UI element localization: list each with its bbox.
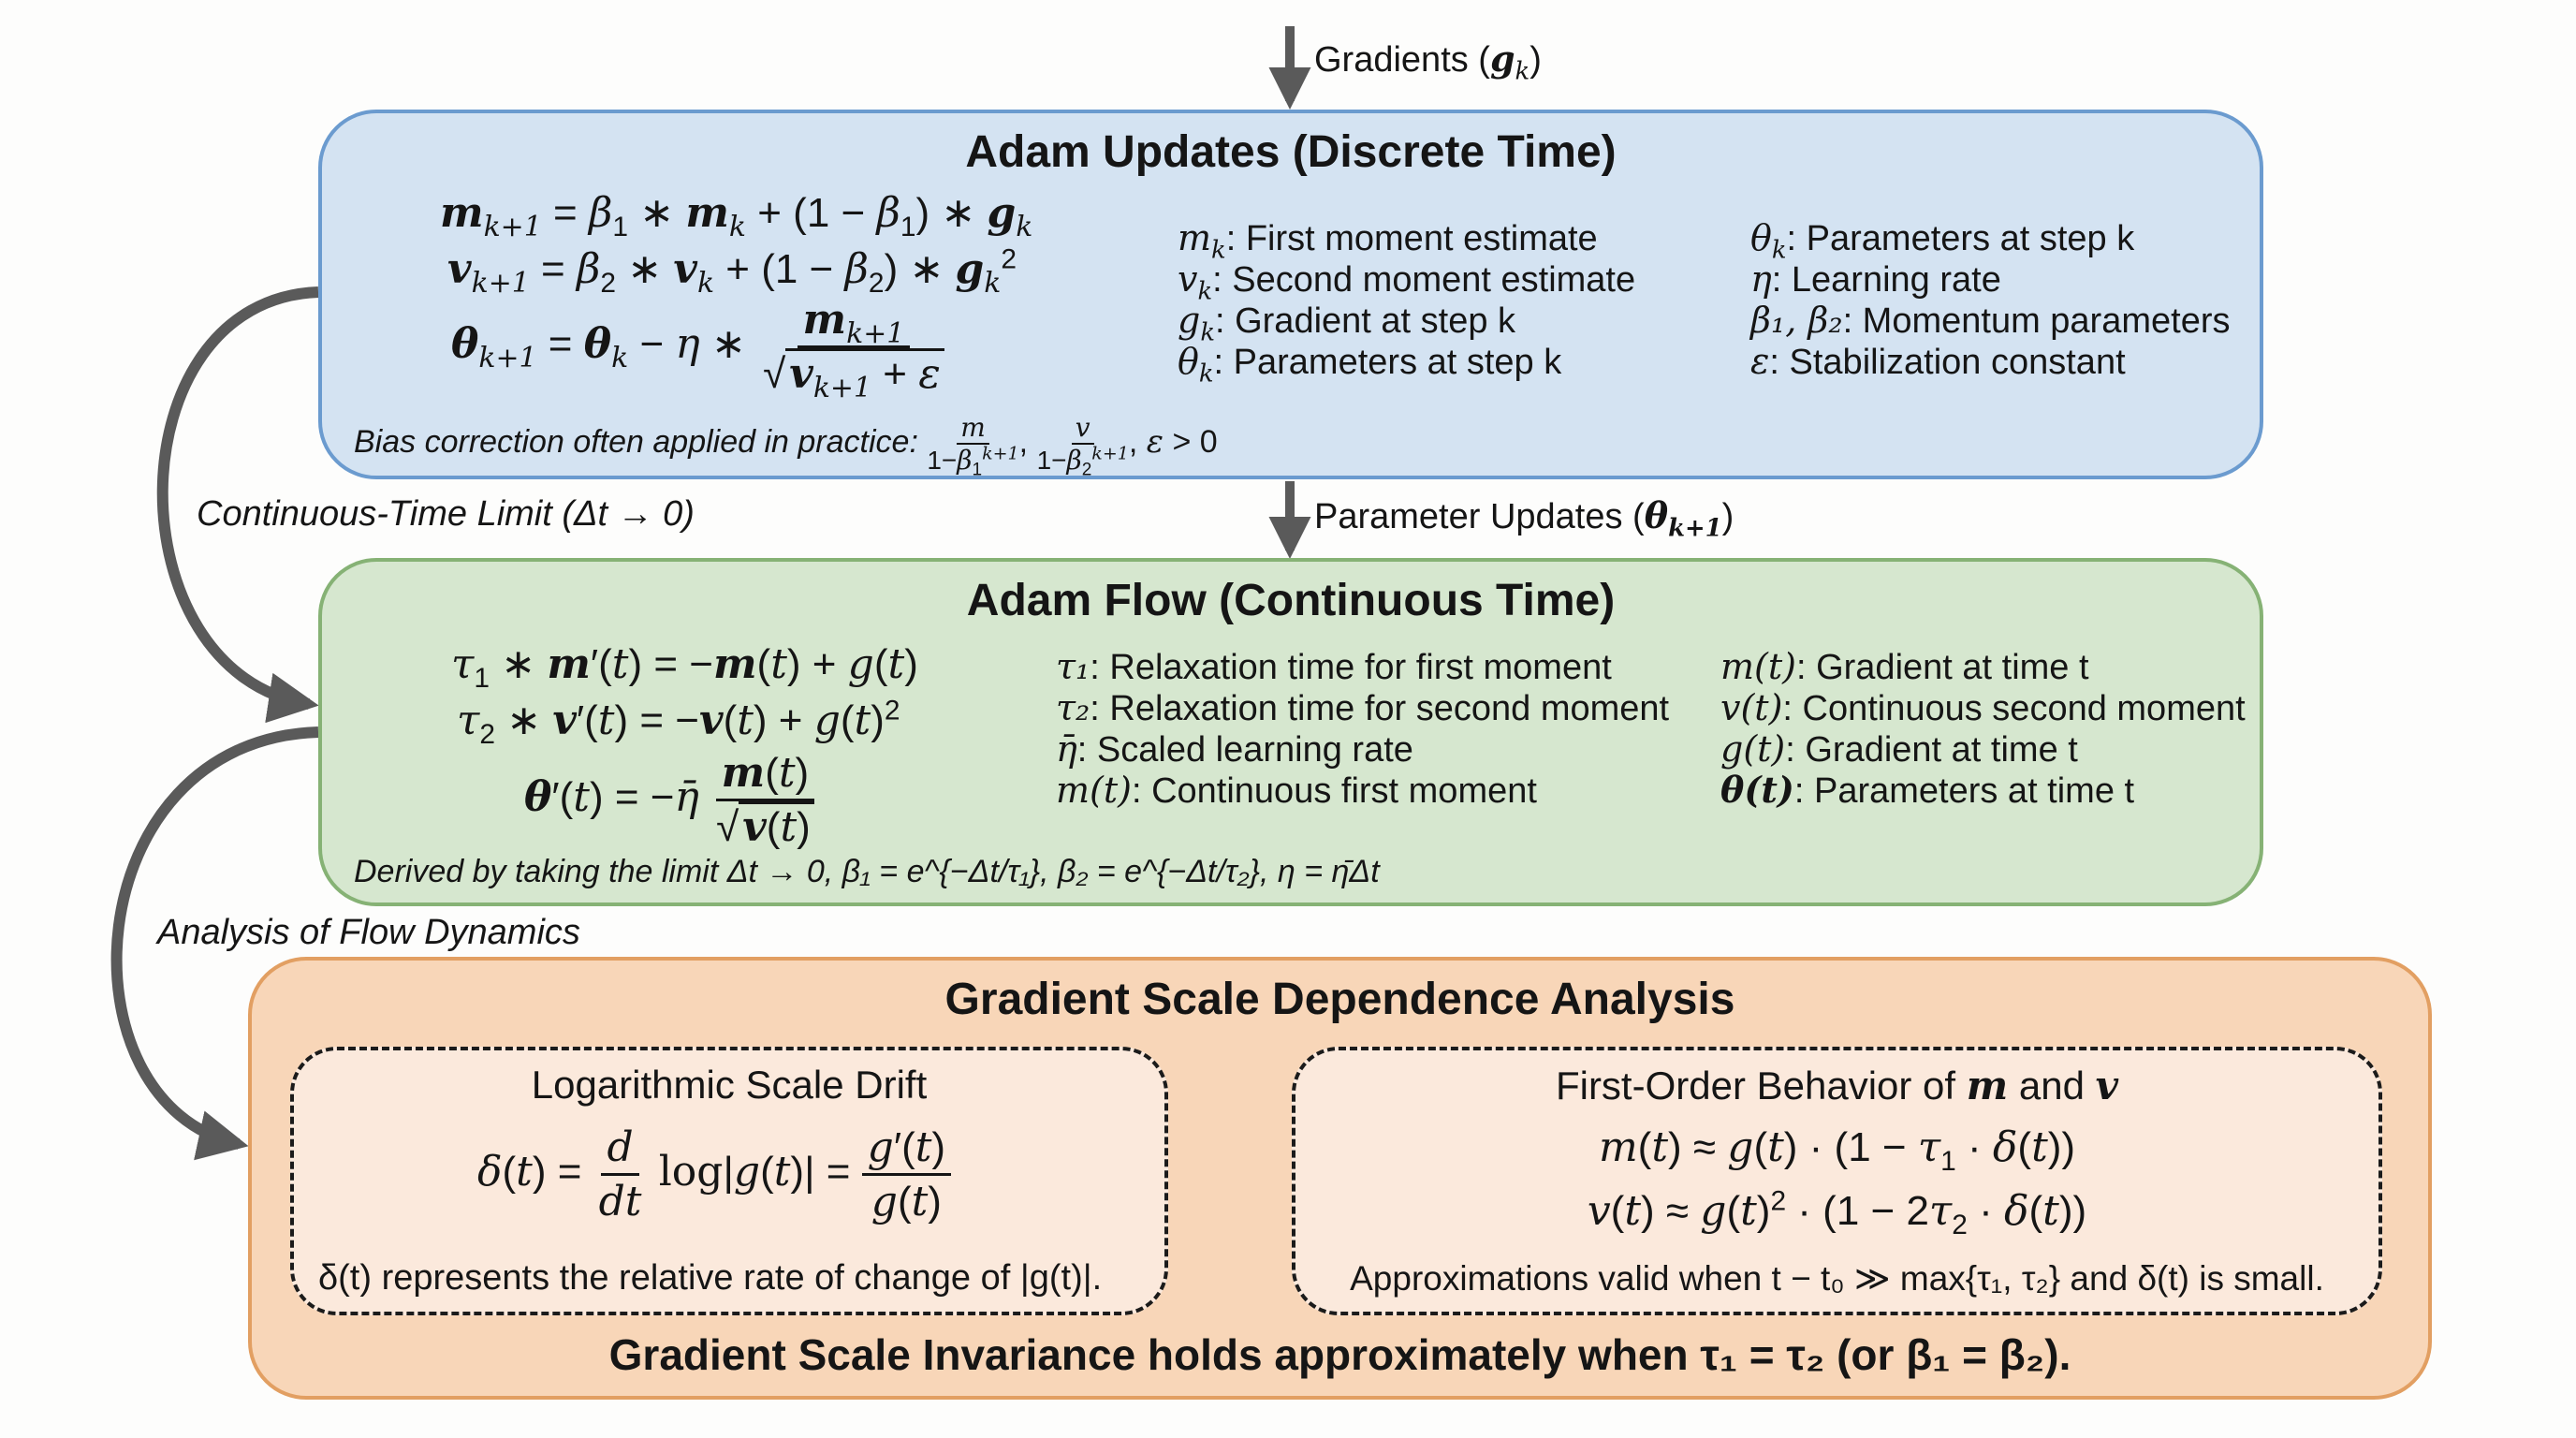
- bias-correction-note: Bias correction often applied in practic…: [354, 412, 1218, 480]
- legend-item: g(t): Gradient at time t: [1720, 728, 2078, 770]
- adam-eq-m: mk+1 = β1 ∗ mk + (1 − β1) ∗ gk: [440, 189, 1033, 243]
- gradients-label: Gradients (gk): [1314, 37, 1542, 86]
- flow-eq-m: τ1 ∗ m′(t) = −m(t) + g(t): [451, 640, 918, 694]
- first-order-behavior-panel: [1292, 1047, 2382, 1315]
- flow-eq-v: τ2 ∗ v′(t) = −v(t) + g(t)2: [457, 695, 900, 750]
- first-order-eq-m: m(t) ≈ g(t) · (1 − τ1 · δ(t)): [1598, 1123, 2076, 1177]
- legend-item: v(t): Continuous second moment: [1720, 687, 2246, 728]
- log-scale-drift-title: Logarithmic Scale Drift: [531, 1063, 928, 1107]
- legend-item: ε: Stabilization constant: [1750, 341, 2126, 382]
- derivation-note: Derived by taking the limit Δt → 0, β₁ =…: [354, 854, 1380, 889]
- analysis-label: Analysis of Flow Dynamics: [157, 913, 580, 952]
- adam-updates-title: Adam Updates (Discrete Time): [965, 127, 1617, 177]
- legend-item: m(t): Gradient at time t: [1720, 646, 2089, 687]
- flow-legend-left: τ₁: Relaxation time for first moment τ₂:…: [1056, 646, 1669, 811]
- legend-item: τ₂: Relaxation time for second moment: [1056, 687, 1670, 728]
- gradient-scale-title: Gradient Scale Dependence Analysis: [944, 975, 1735, 1024]
- adam-eq-v: vk+1 = β2 ∗ vk + (1 − β2) ∗ gk2: [447, 243, 1017, 300]
- continuous-limit-label: Continuous-Time Limit (Δt → 0): [197, 494, 695, 534]
- legend-item: θ(t): Parameters at time t: [1720, 769, 2135, 812]
- adam-legend-right: θk: Parameters at step k η: Learning rat…: [1750, 217, 2230, 382]
- legend-item: τ₁: Relaxation time for first moment: [1056, 646, 1612, 687]
- gradient-scale-conclusion: Gradient Scale Invariance holds approxim…: [608, 1330, 2071, 1379]
- adam-legend-left: mk: First moment estimate vk: Second mom…: [1178, 217, 1636, 389]
- legend-item: mk: First moment estimate: [1178, 217, 1598, 265]
- legend-item: θk: Parameters at step k: [1750, 217, 2135, 265]
- legend-item: vk: Second moment estimate: [1178, 258, 1636, 306]
- legend-item: η̄: Scaled learning rate: [1056, 728, 1413, 770]
- first-order-behavior-title: First-Order Behavior of m and v: [1555, 1063, 2119, 1108]
- log-scale-drift-panel: [290, 1047, 1168, 1315]
- flow-eq-theta: θ′(t) = −η̄ m(t)√v(t): [524, 749, 820, 851]
- legend-item: m(t): Continuous first moment: [1056, 770, 1537, 811]
- adam-eq-theta: θk+1 = θk − η ∗ mk+1√vk+1 + ε: [451, 296, 950, 402]
- flow-legend-right: m(t): Gradient at time t v(t): Continuou…: [1720, 646, 2246, 811]
- legend-item: β₁, β₂: Momentum parameters: [1750, 300, 2231, 341]
- adam-flow-box: [318, 558, 2263, 906]
- adam-flow-title: Adam Flow (Continuous Time): [966, 576, 1616, 625]
- analysis-arrow: [110, 726, 319, 1161]
- first-order-eq-v: v(t) ≈ g(t)2 · (1 − 2τ2 · δ(t)): [1587, 1185, 2087, 1240]
- legend-item: θk: Parameters at step k: [1178, 341, 1562, 389]
- first-order-note: Approximations valid when t − t₀ ≫ max{τ…: [1350, 1259, 2324, 1298]
- legend-item: η: Learning rate: [1750, 258, 2001, 300]
- continuous-limit-arrow: [156, 286, 319, 724]
- adam-updates-box: [318, 110, 2263, 479]
- parameter-updates-label: Parameter Updates (θk+1): [1314, 494, 1734, 543]
- log-scale-drift-note: δ(t) represents the relative rate of cha…: [318, 1258, 1103, 1298]
- legend-item: gk: Gradient at step k: [1178, 300, 1516, 347]
